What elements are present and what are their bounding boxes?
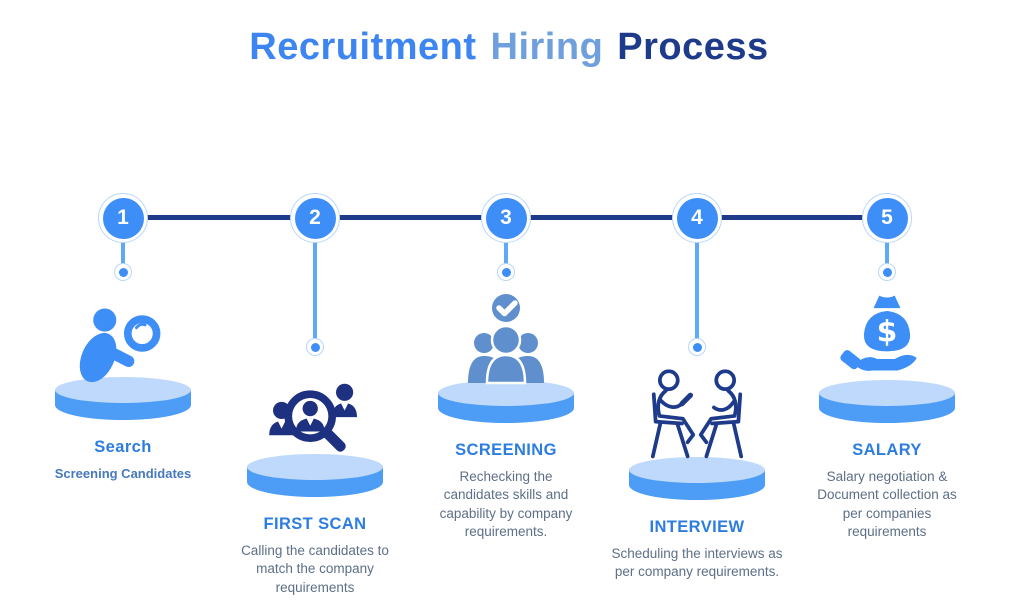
money-bag-hand-icon: $ — [839, 275, 935, 385]
connector-line — [695, 240, 699, 340]
step-3-column: SCREENING Rechecking the candidates skil… — [411, 275, 601, 541]
step-description: Salary negotiation & Document collection… — [817, 469, 957, 540]
svg-text:$: $ — [877, 315, 898, 350]
connector-dot — [688, 338, 706, 356]
step-description: Screening Candidates — [54, 466, 192, 481]
connector-dot — [497, 263, 515, 281]
connector-dot — [306, 338, 324, 356]
connector-dot — [114, 263, 132, 281]
step-2-column: FIRST SCAN Calling the candidates to mat… — [220, 352, 410, 597]
candidate-scan-icon — [257, 352, 373, 462]
platform — [247, 454, 383, 498]
step-title: FIRST SCAN — [263, 515, 367, 533]
step-description: Calling the candidates to match the comp… — [241, 543, 389, 595]
title-word-hiring: Hiring — [490, 26, 604, 68]
step-number-badge: 4 — [672, 193, 722, 243]
step-number-badge: 3 — [481, 193, 531, 243]
step-number: 4 — [676, 197, 718, 239]
search-person-icon — [75, 275, 171, 385]
title-word-process: Process — [617, 26, 769, 68]
step-number-badge: 5 — [862, 193, 912, 243]
connector-line — [885, 240, 889, 266]
connector-line — [504, 240, 508, 266]
platform — [55, 377, 191, 421]
page-title: Recruitment Hiring Process — [0, 26, 1018, 69]
step-description: Rechecking the candidates skills and cap… — [439, 469, 573, 540]
step-4-column: INTERVIEW Scheduling the interviews as p… — [602, 352, 792, 582]
platform — [819, 380, 955, 424]
step-number: 3 — [485, 197, 527, 239]
step-title: Search — [94, 438, 152, 456]
step-title: SCREENING — [455, 441, 557, 459]
connector-line — [313, 240, 317, 340]
step-number: 2 — [294, 197, 336, 239]
step-number: 1 — [102, 197, 144, 239]
step-description: Scheduling the interviews as per company… — [611, 546, 783, 580]
step-5-column: $ SALARY Salary negotiation & Document c… — [792, 275, 982, 541]
step-1-column: Search Screening Candidates — [28, 275, 218, 483]
step-title: SALARY — [852, 441, 922, 459]
platform — [629, 457, 765, 501]
connector-dot — [878, 263, 896, 281]
interview-chairs-icon — [645, 352, 749, 462]
step-title: INTERVIEW — [649, 518, 745, 536]
connector-line — [121, 240, 125, 266]
step-number-badge: 2 — [290, 193, 340, 243]
step-number-badge: 1 — [98, 193, 148, 243]
title-word-recruitment: Recruitment — [249, 26, 477, 68]
step-number: 5 — [866, 197, 908, 239]
platform — [438, 380, 574, 424]
group-check-icon — [456, 275, 556, 385]
